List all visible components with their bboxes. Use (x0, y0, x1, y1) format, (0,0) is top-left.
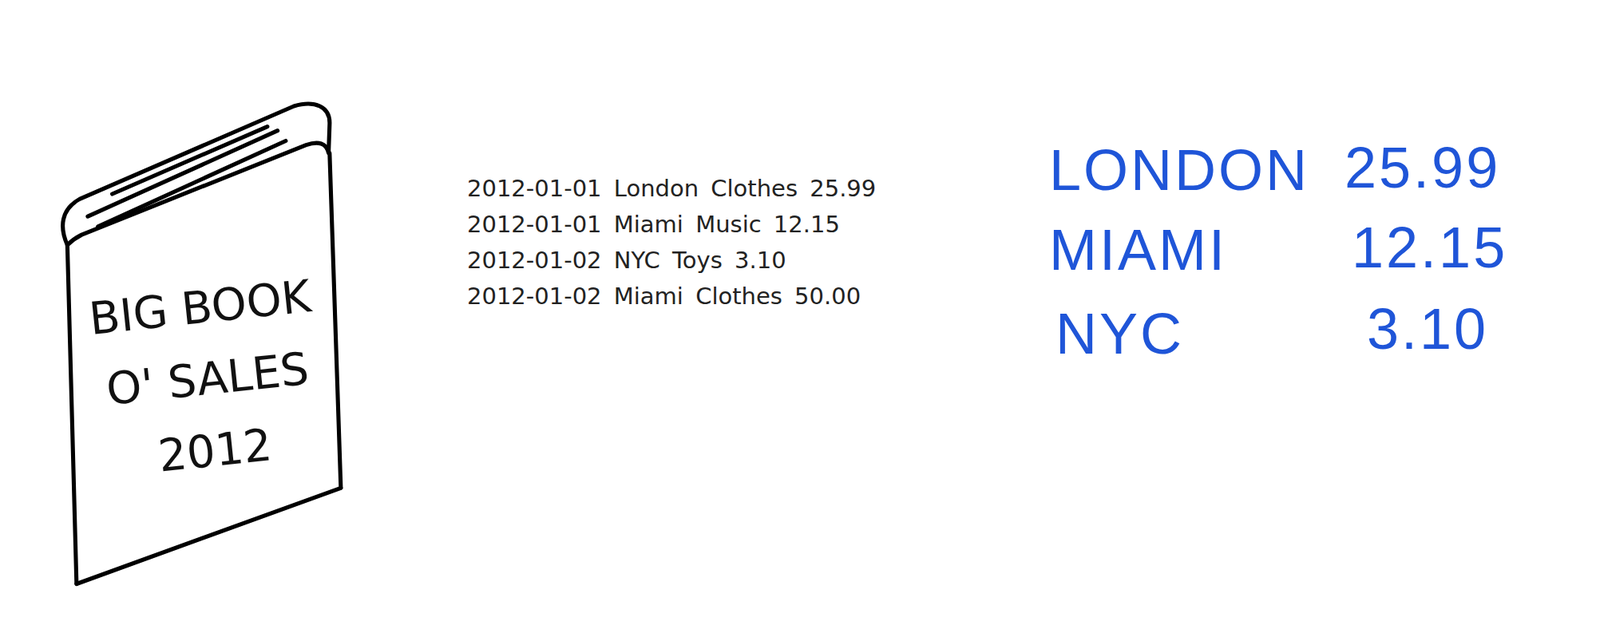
record-row: 2012-01-01 Miami Music 12.15 (467, 210, 840, 238)
city-name: NYC (1055, 300, 1185, 367)
city-name: LONDON (1049, 137, 1310, 203)
city-total: 25.99 (1344, 134, 1501, 201)
city-total: 3.10 (1366, 296, 1489, 362)
record-row: 2012-01-01 London Clothes 25.99 (467, 174, 876, 202)
city-name: MIAMI (1049, 217, 1228, 283)
record-row: 2012-01-02 Miami Clothes 50.00 (467, 282, 861, 310)
book-title: BIG BOOK O' SALES 2012 (69, 258, 346, 500)
book-cover: BIG BOOK O' SALES 2012 (64, 214, 351, 543)
record-row: 2012-01-02 NYC Toys 3.10 (467, 246, 787, 274)
city-total: 12.15 (1351, 214, 1508, 281)
